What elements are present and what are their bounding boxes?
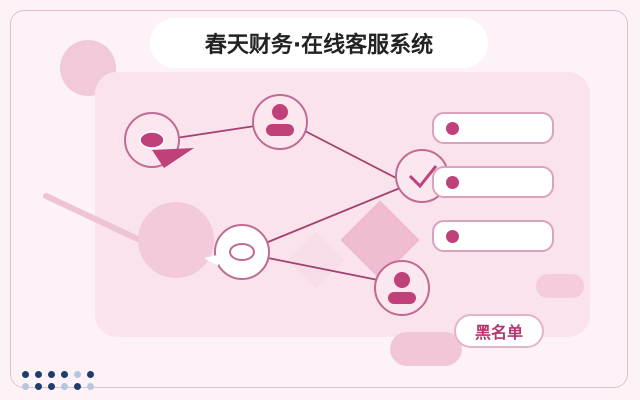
blacklist-button[interactable]: 黑名单 xyxy=(454,314,544,348)
chat-bubble-icon xyxy=(124,112,194,168)
list-item[interactable] xyxy=(432,166,554,198)
page-title: 春天财务·在线客服系统 xyxy=(150,18,488,68)
list-item[interactable] xyxy=(432,220,554,252)
blacklist-button-label: 黑名单 xyxy=(474,323,523,342)
bullet-dot-icon xyxy=(446,176,459,189)
ring-icon xyxy=(204,224,270,280)
decorative-dots xyxy=(22,363,100,390)
page-title-text: 春天财务·在线客服系统 xyxy=(204,33,434,58)
bullet-dot-icon xyxy=(446,230,459,243)
user-icon[interactable] xyxy=(374,260,430,316)
bullet-dot-icon xyxy=(446,122,459,135)
list-item[interactable] xyxy=(432,112,554,144)
user-icon[interactable] xyxy=(252,94,308,150)
